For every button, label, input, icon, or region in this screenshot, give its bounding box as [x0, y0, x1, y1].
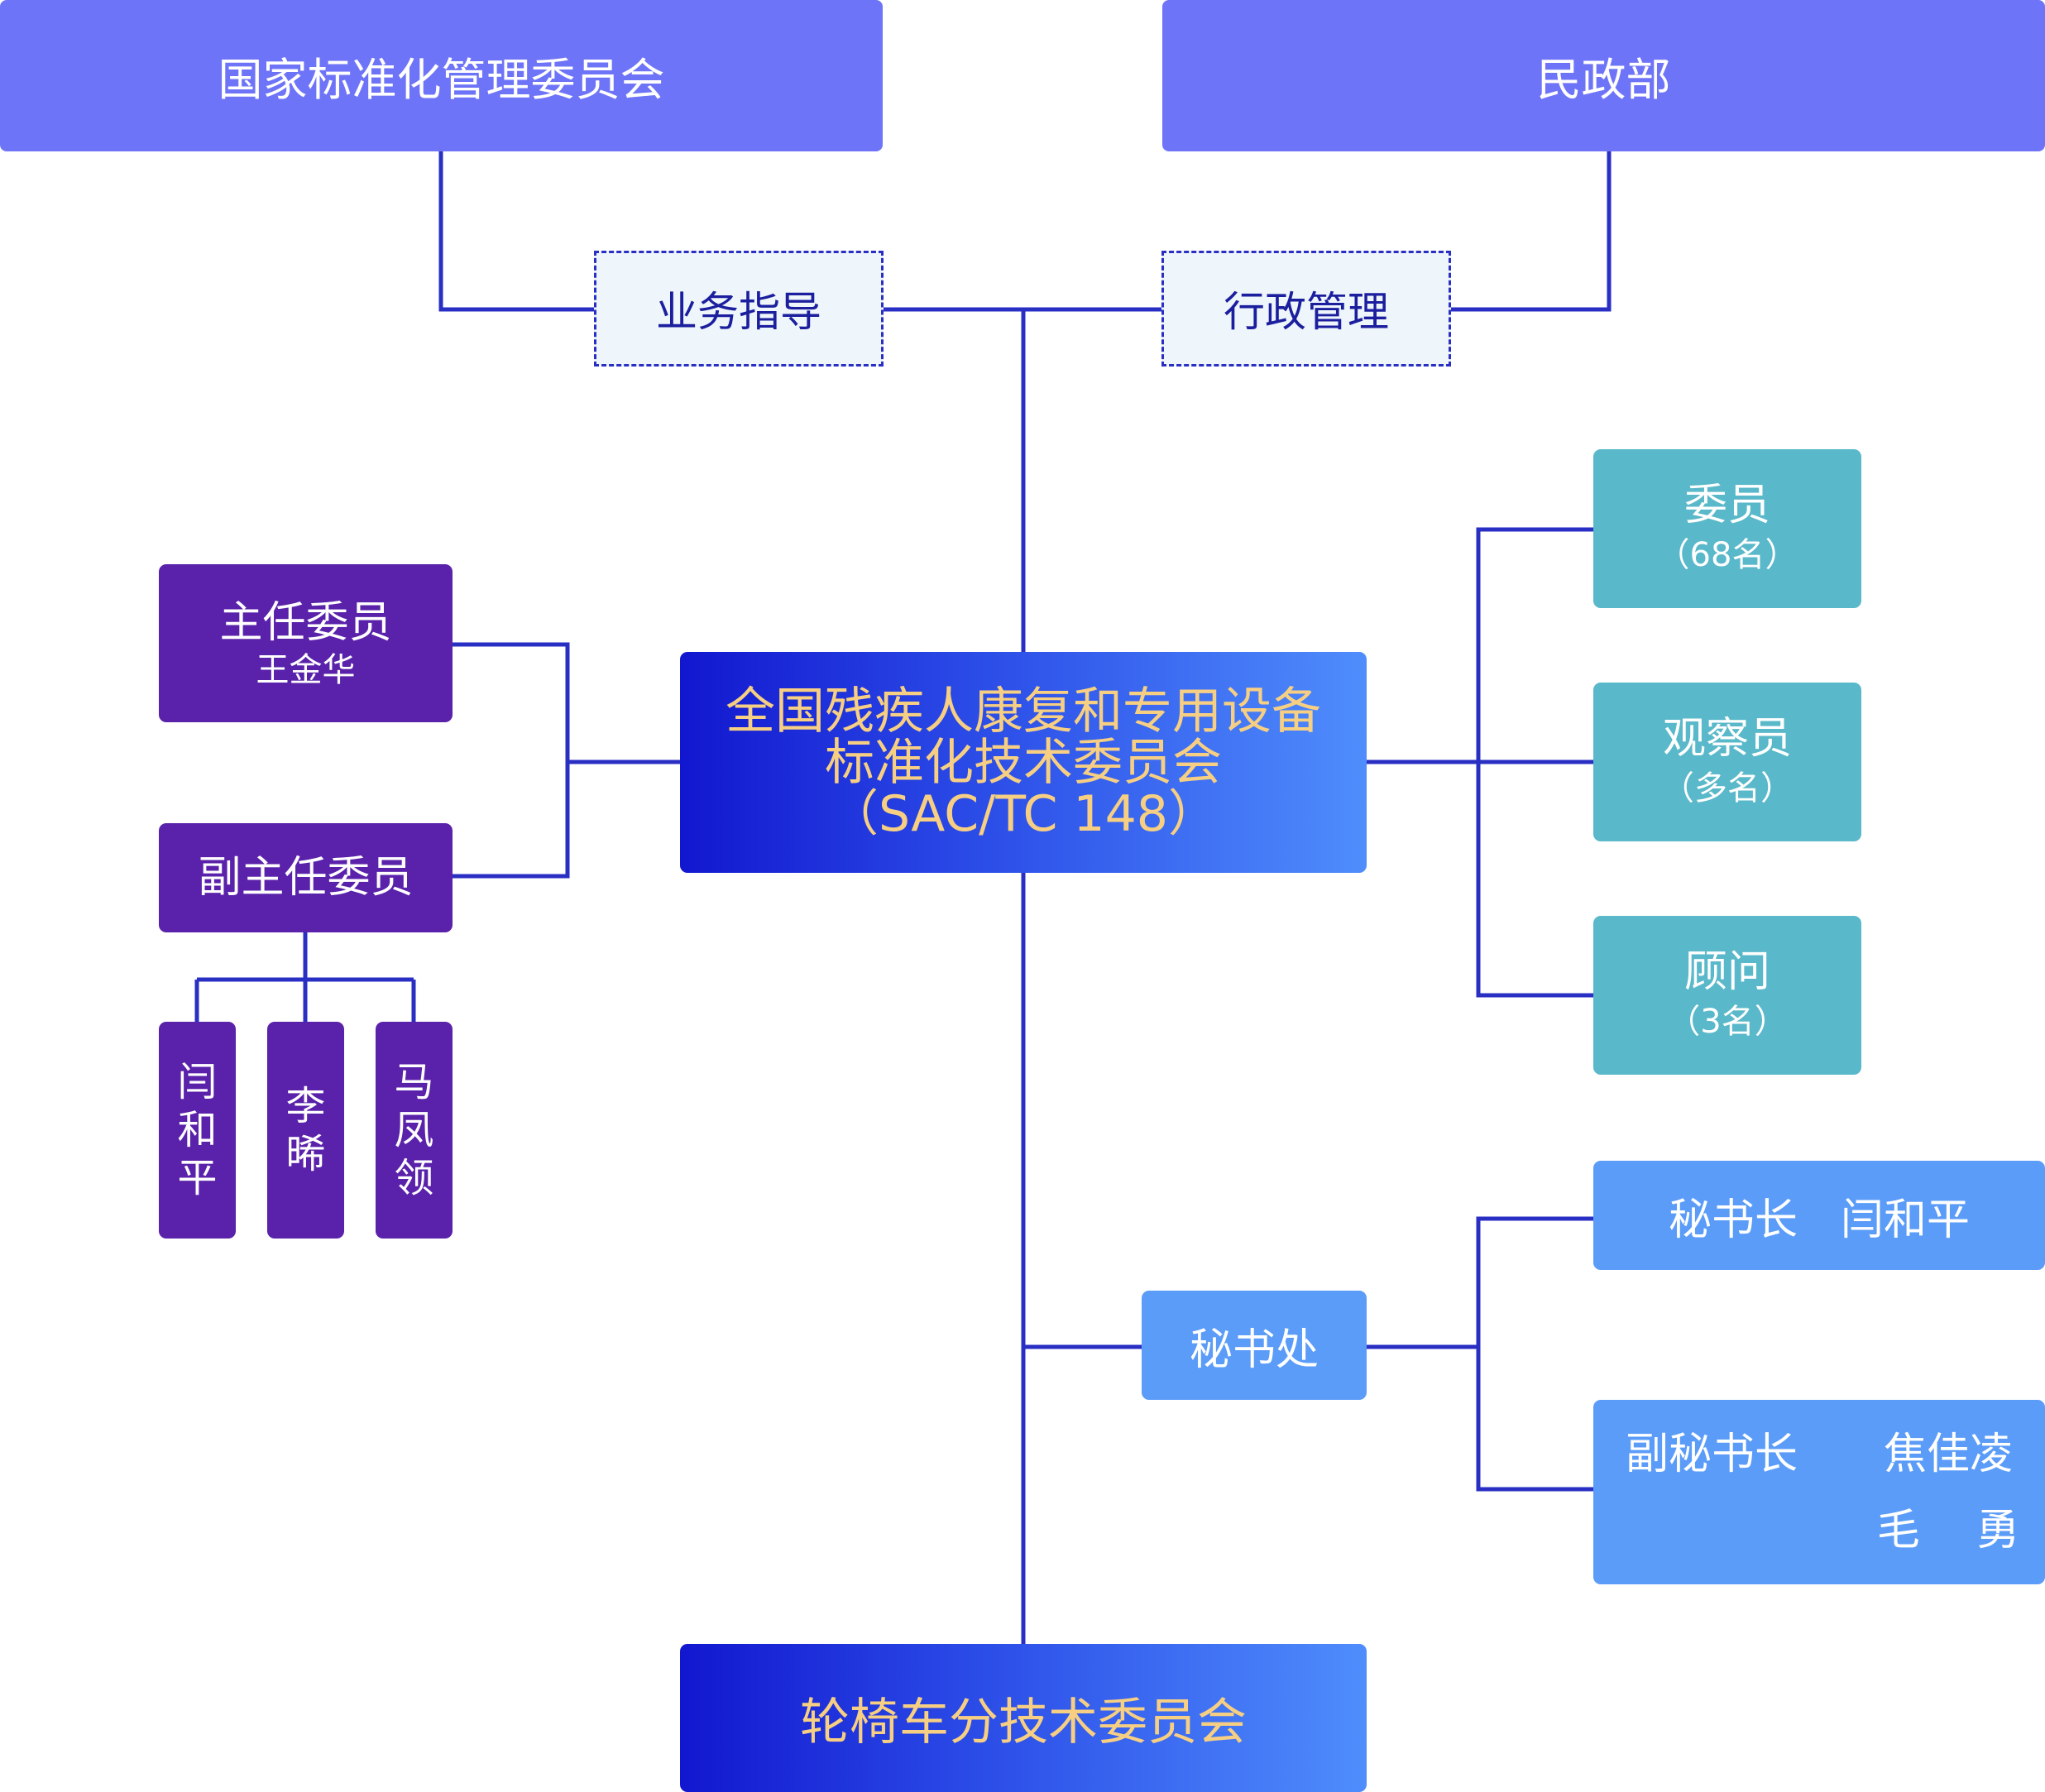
vice-chair-box: 副主任委员	[159, 823, 453, 932]
secretary-general-box: 秘书长 闫和平	[1593, 1161, 2045, 1270]
secretariat-box: 秘书处	[1142, 1291, 1367, 1400]
connector-secretariat-bracket	[1476, 1216, 1593, 1492]
vice-chair-label: 副主任委员	[198, 853, 414, 903]
subcommittee-box: 轮椅车分技术委员会	[680, 1644, 1367, 1792]
members-label: 委员	[1683, 481, 1770, 530]
mca-box: 民政部	[1162, 0, 2045, 151]
advisors-box: 顾问 （3名）	[1593, 916, 1861, 1075]
vice-member-box: 李 晞	[267, 1022, 366, 1239]
main-committee-line1: 全国残疾人康复和专用设备	[726, 682, 1321, 740]
main-committee-line2: 标准化技术委员会	[825, 733, 1222, 792]
connector-sac-guidance	[438, 151, 596, 312]
observers-box: 观察员 （多名）	[1593, 683, 1861, 841]
business-guidance-label: 业务指导	[656, 288, 821, 336]
sac-box: 国家标准化管理委员会	[0, 0, 883, 151]
deputy-secretary-general-box: 副秘书长 焦佳凌 毛 勇	[1593, 1400, 2045, 1584]
admin-management-box: 行政管理	[1161, 251, 1451, 367]
connector-members-bracket	[1476, 527, 1593, 998]
deputy-secretary-general-row1: 副秘书长 焦佳凌	[1625, 1429, 2013, 1479]
members-box: 委员 （68名）	[1593, 449, 1861, 608]
members-count: （68名）	[1656, 536, 1798, 574]
chair-name: 王金华	[256, 650, 356, 689]
subcommittee-label: 轮椅车分技术委员会	[800, 1694, 1247, 1751]
main-committee-line3: （SAC/TC 148）	[829, 784, 1218, 843]
business-guidance-box: 业务指导	[594, 251, 884, 367]
chair-label: 主任委员	[219, 597, 392, 648]
mca-label: 民政部	[1536, 54, 1671, 106]
advisors-count: （3名）	[1667, 1003, 1788, 1041]
connector-admin-mca	[1449, 151, 1612, 312]
observers-count: （多名）	[1661, 769, 1794, 807]
admin-management-label: 行政管理	[1224, 288, 1389, 336]
sac-label: 国家标准化管理委员会	[218, 54, 665, 106]
secretary-general-label: 秘书长 闫和平	[1668, 1195, 1970, 1245]
main-committee-box: 全国残疾人康复和专用设备 标准化技术委员会 （SAC/TC 148）	[680, 652, 1367, 873]
connector-chair	[453, 642, 570, 879]
secretariat-label: 秘书处	[1189, 1325, 1319, 1375]
vice-member-name: 马凤领	[394, 1059, 434, 1201]
vice-member-name: 李 晞	[285, 1083, 366, 1177]
advisors-label: 顾问	[1683, 947, 1770, 997]
vice-member-box: 马凤领	[376, 1022, 453, 1239]
vice-member-name: 闫和平	[177, 1059, 218, 1201]
vice-member-box: 闫和平	[159, 1022, 236, 1239]
deputy-secretary-general-row2: 毛 勇	[1618, 1505, 2020, 1555]
chair-box: 主任委员 王金华	[159, 564, 453, 722]
observers-label: 观察员	[1662, 714, 1792, 764]
